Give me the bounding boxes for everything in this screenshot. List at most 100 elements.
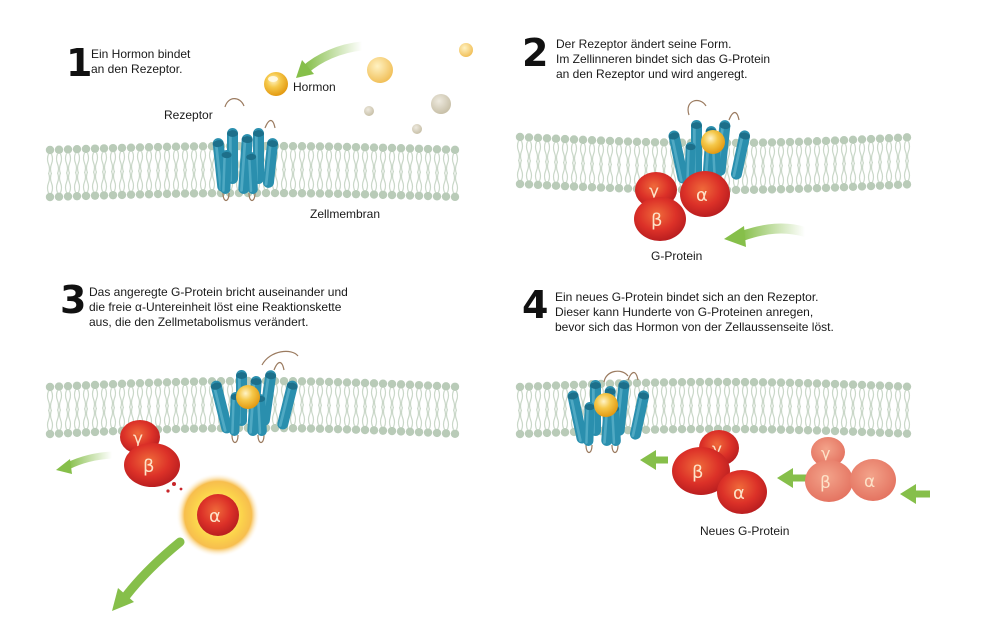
lipid-head: [614, 184, 624, 193]
panel-2: 2 Der Rezeptor ändert seine Form. Im Zel…: [522, 31, 810, 263]
lipid-head: [81, 381, 91, 390]
lipid-head: [351, 189, 361, 199]
lipid-head: [279, 141, 289, 151]
lipid-head: [171, 424, 181, 434]
lipid-head: [144, 378, 154, 388]
lipid-head: [54, 145, 64, 154]
arrow-head: [296, 60, 314, 78]
lipid-head: [794, 378, 804, 388]
lipid-head: [848, 135, 858, 145]
hormone-icon: [236, 385, 260, 409]
lipid-head: [542, 181, 552, 190]
lipid-head: [515, 382, 525, 392]
lipid-head: [288, 141, 298, 151]
lipid-head: [423, 428, 433, 437]
lipid-head: [378, 143, 388, 152]
lipid-head: [144, 190, 154, 199]
lipid-head: [117, 379, 127, 389]
lipid-head: [351, 425, 361, 434]
lipid-head: [270, 423, 280, 433]
lipid-head: [533, 382, 543, 391]
lipid-head: [153, 189, 163, 199]
lipid-head: [749, 425, 759, 434]
lipid-head: [875, 134, 885, 143]
alpha-symbol: α: [209, 506, 221, 527]
receptor-label: Rezeptor: [164, 108, 213, 122]
lipid-head: [441, 382, 451, 391]
lipid-head: [704, 424, 714, 434]
hormone-icon: [701, 130, 725, 154]
lipid-head: [857, 380, 867, 390]
lipid-head: [857, 135, 867, 144]
lipid-head: [830, 379, 840, 389]
lipid-head: [432, 428, 442, 438]
lipid-head: [758, 378, 768, 387]
new-g-protein-complex: γ β α: [672, 430, 767, 514]
lipid-head: [126, 143, 136, 152]
lipid-head: [108, 190, 118, 200]
lipid-head: [45, 382, 55, 392]
step-4-text: Ein neues G-Protein bindet sich an den R…: [555, 290, 834, 334]
lipid-head: [405, 191, 415, 200]
lipid-head: [830, 136, 840, 145]
lipid-head: [668, 425, 678, 434]
alpha-subunit: [717, 470, 767, 514]
lipid-head: [551, 181, 561, 190]
lipid-head: [333, 142, 343, 151]
lipid-head: [306, 142, 316, 151]
lipid-head: [848, 380, 858, 389]
lipid-head: [650, 425, 660, 434]
lipid-head: [515, 132, 525, 142]
lipid-head: [875, 181, 885, 190]
lipid-head: [875, 428, 885, 437]
gamma-symbol: γ: [821, 444, 830, 463]
lipid-head: [722, 377, 732, 387]
lipid-head: [99, 144, 109, 153]
lipid-head: [578, 380, 588, 389]
lipid-head: [839, 380, 849, 389]
lipid-head: [324, 189, 334, 198]
membrane-label: Zellmembran: [310, 207, 380, 221]
lipid-head: [884, 428, 894, 438]
movement-arrow: [737, 223, 810, 241]
beta-symbol: β: [143, 456, 155, 477]
lipid-head: [99, 427, 109, 436]
lipid-head: [297, 424, 307, 433]
lipid-head: [171, 377, 181, 387]
lipid-head: [524, 133, 534, 142]
lipid-head: [306, 377, 316, 386]
lipid-head: [713, 377, 723, 387]
lipid-head: [63, 381, 73, 391]
lipid-head: [81, 191, 91, 201]
lipid-head: [821, 136, 831, 146]
lipid-head: [776, 378, 786, 387]
arrow-head: [112, 588, 134, 611]
lipid-head: [306, 424, 316, 433]
lipid-head: [342, 189, 352, 199]
lipid-head: [90, 144, 100, 153]
lipid-head: [450, 382, 460, 391]
lipid-head: [171, 189, 181, 198]
beta-symbol: β: [820, 473, 831, 493]
lipid-head: [866, 428, 876, 437]
lipid-head: [333, 424, 343, 434]
lipid-head: [893, 382, 903, 391]
receptor-icon: [212, 119, 279, 202]
lipid-head: [794, 184, 804, 193]
lipid-head: [414, 144, 424, 153]
lipid-head: [884, 381, 894, 391]
lipid-head: [279, 188, 289, 198]
lipid-head: [686, 377, 696, 387]
lipid-head: [821, 379, 831, 388]
g-protein-complex: γ β α: [634, 171, 730, 241]
beta-symbol: β: [651, 210, 663, 231]
lipid-head: [351, 378, 361, 387]
lipid-head: [153, 378, 163, 387]
lipid-head: [749, 378, 759, 387]
lipid-head: [758, 138, 768, 147]
lipid-head: [270, 188, 280, 198]
alpha-symbol: α: [696, 185, 708, 206]
lipid-head: [578, 182, 588, 192]
lipid-head: [812, 379, 822, 388]
